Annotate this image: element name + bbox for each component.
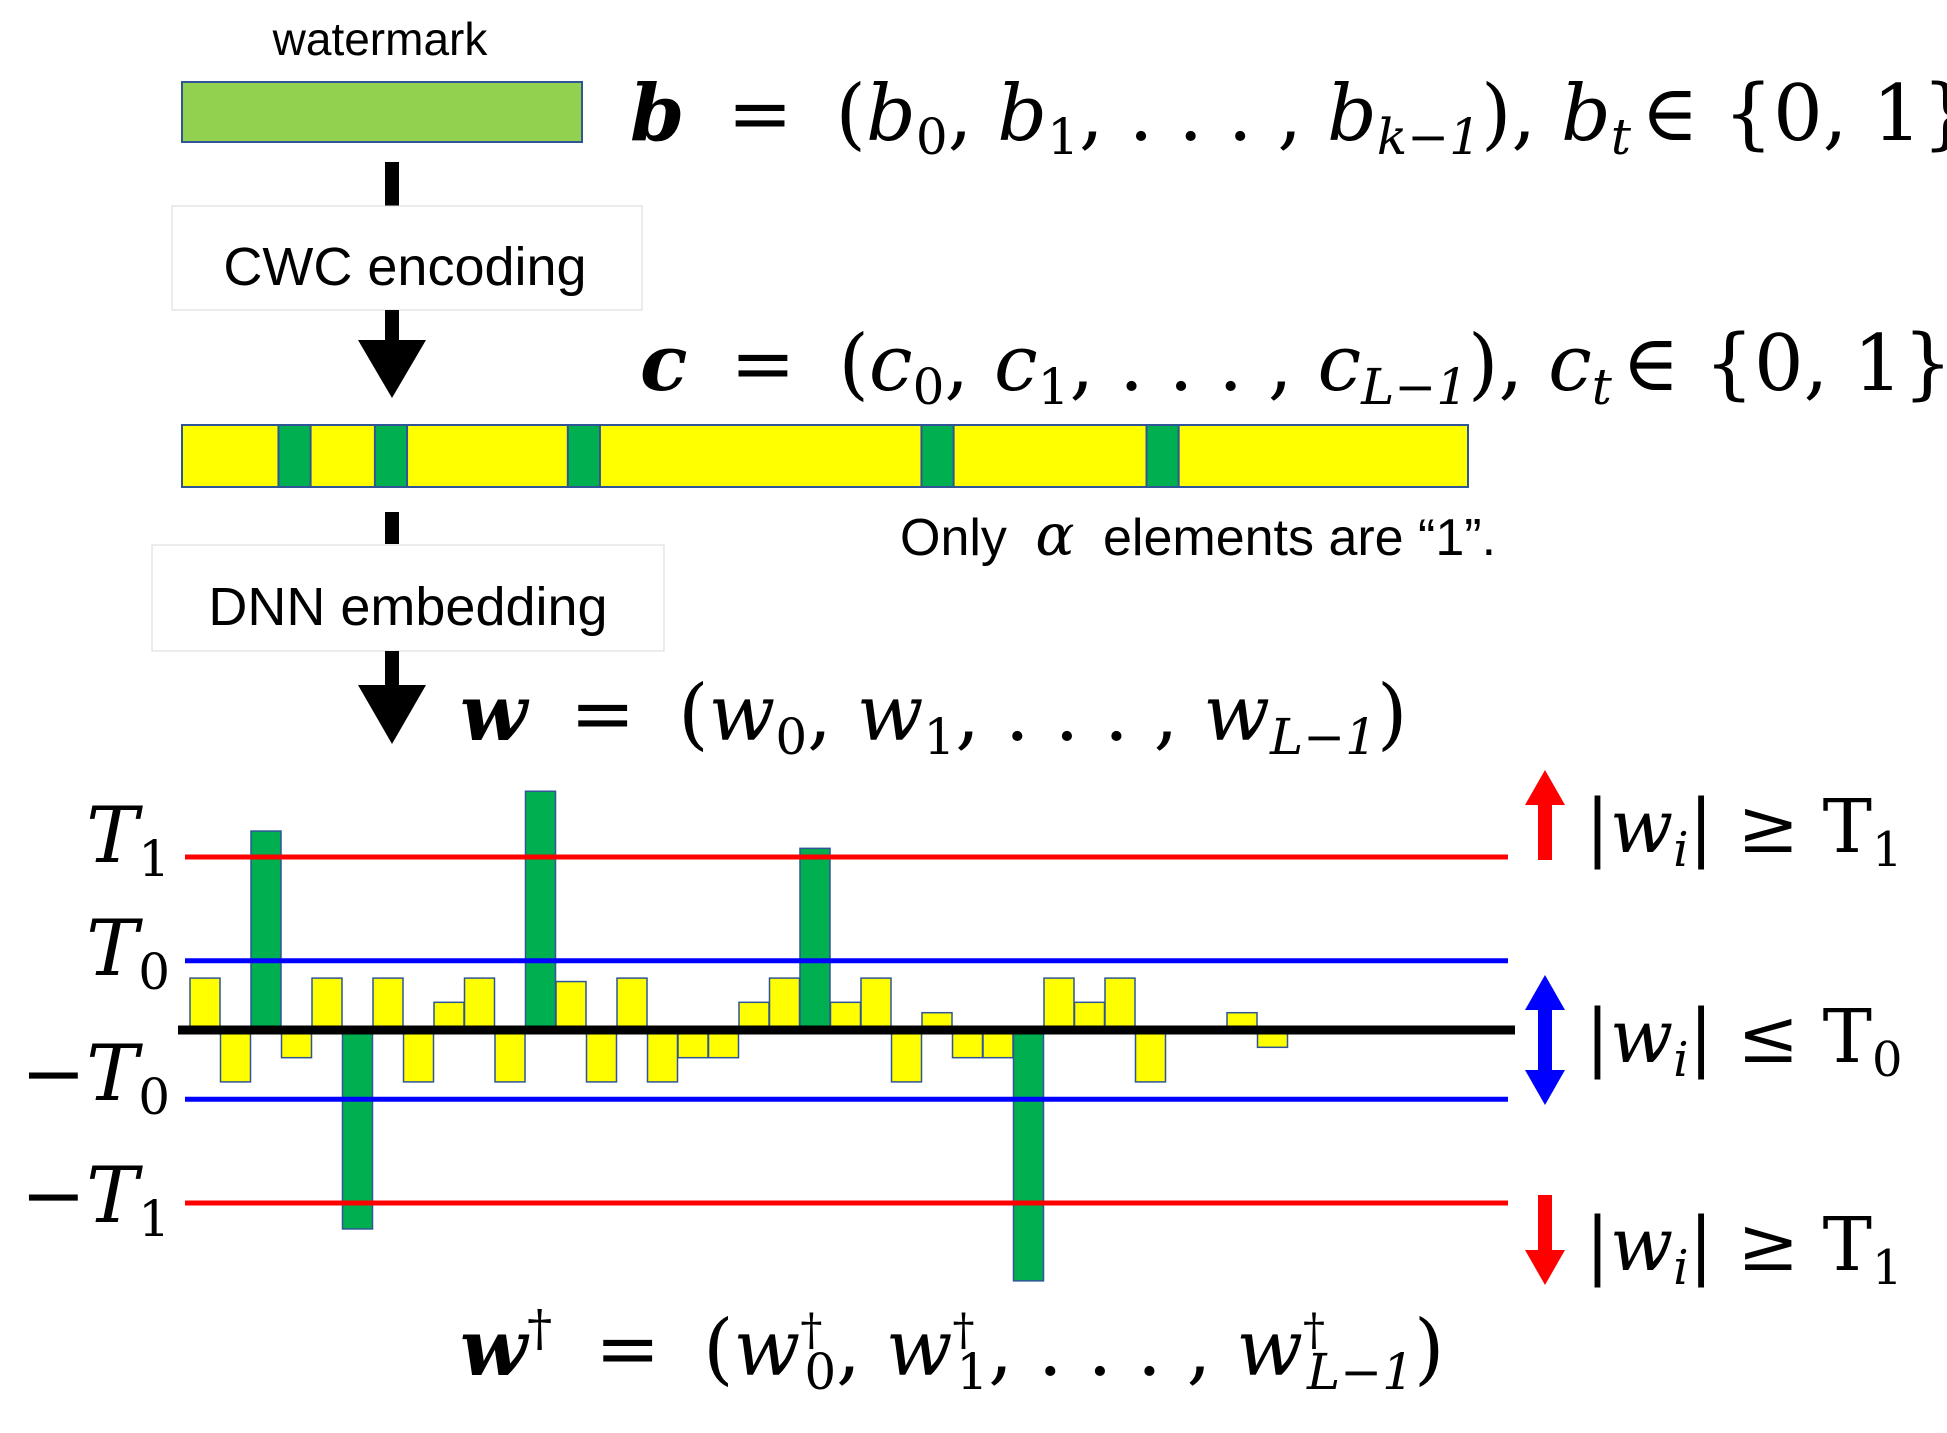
weight-bar — [1073, 1001, 1106, 1031]
c-formula: c = (c0, c1, . . . , cL−1), ct∈ {0, 1} — [640, 318, 1947, 416]
weight-bar — [372, 977, 404, 1031]
neg-T0-label: −T0 — [21, 1029, 170, 1126]
middle-condition: |wi| ≤ T0 — [1585, 994, 1903, 1088]
codeword-strip — [181, 424, 1469, 488]
weight-bar — [982, 1029, 1014, 1059]
weight-bar — [585, 1029, 618, 1083]
lower-condition: |wi| ≥ T1 — [1585, 1202, 1903, 1296]
dnn-embedding-box — [151, 544, 665, 652]
codeword-one-cell — [566, 424, 601, 488]
upper-condition: |wi| ≥ T1 — [1585, 784, 1903, 878]
weight-bar — [768, 977, 801, 1031]
arrow-down-icon — [358, 340, 426, 398]
alpha-note: Only α elements are “1”. — [900, 501, 1496, 569]
w-formula: w = (w0, w1, . . . , wL−1) — [460, 668, 1407, 766]
cwc-encoding-label: CWC encoding — [223, 237, 586, 297]
T1-label: T1 — [86, 791, 170, 888]
down-arrow-icon — [1525, 1195, 1565, 1285]
T0-label: T0 — [86, 904, 170, 1001]
weight-bars — [189, 790, 1289, 1282]
weight-bar — [189, 977, 221, 1031]
double-arrow-icon — [1525, 975, 1565, 1105]
weight-bar — [311, 977, 343, 1031]
watermark-bar — [181, 81, 583, 143]
weight-bar — [463, 977, 496, 1031]
weight-bar — [494, 1029, 526, 1083]
arrow-shaft — [385, 651, 399, 687]
weight-bar — [738, 1001, 770, 1031]
weight-bar-one — [799, 847, 831, 1031]
arrow-down-icon — [358, 685, 426, 744]
weight-bar — [555, 980, 587, 1031]
weight-bar — [219, 1029, 252, 1083]
weight-bar — [707, 1029, 740, 1059]
weight-bar-one — [524, 790, 557, 1031]
codeword-one-cell — [920, 424, 955, 488]
weight-bar — [402, 1029, 435, 1083]
weight-bar-one — [250, 830, 282, 1031]
weight-bar — [1134, 1029, 1167, 1083]
dashed-arrow-segment — [385, 512, 399, 544]
codeword-one-cell — [373, 424, 409, 488]
codeword-one-cell — [1145, 424, 1180, 488]
weight-bar — [1043, 977, 1075, 1031]
weight-bar — [860, 977, 892, 1031]
dnn-embedding-label: DNN embedding — [208, 577, 607, 637]
w-dagger-formula: w† = (w†0, w†1, . . . , w†L−1) — [460, 1274, 1444, 1401]
neg-T1-label: −T1 — [21, 1151, 170, 1248]
weight-bar — [280, 1029, 313, 1059]
cwc-encoding-box — [171, 205, 643, 311]
arrow-shaft — [385, 310, 399, 344]
weight-bar-one — [1012, 1029, 1045, 1282]
b-formula: b = (b0, b1, . . . , bk−1), bt∈ {0, 1} — [630, 68, 1947, 166]
weight-bar-one — [341, 1029, 374, 1230]
threshold-lines — [178, 854, 1515, 1206]
weight-bar — [1104, 977, 1136, 1031]
watermark-label: watermark — [272, 13, 489, 65]
weight-bar — [890, 1029, 923, 1083]
weight-bar — [616, 977, 648, 1031]
weight-bar — [646, 1029, 679, 1083]
up-arrow-icon — [1525, 770, 1565, 860]
codeword-one-cell — [277, 424, 312, 488]
dashed-arrow-segment — [385, 162, 399, 206]
